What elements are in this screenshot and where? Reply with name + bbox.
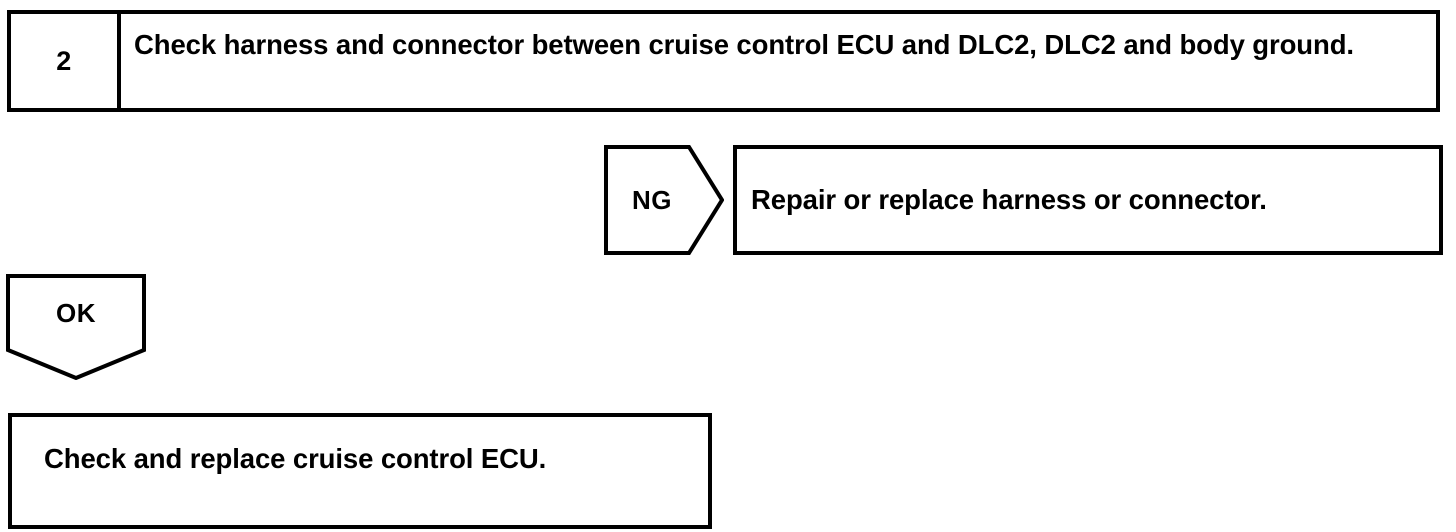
ok-result-text: Check and replace cruise control ECU. — [44, 443, 547, 474]
step-number-cell: 2 — [11, 14, 121, 108]
step-description-text: Check harness and connector between crui… — [134, 29, 1354, 60]
ng-result-text: Repair or replace harness or connector. — [751, 184, 1267, 215]
ok-label: OK — [56, 297, 96, 328]
ok-branch-arrow: OK — [6, 274, 146, 380]
ng-result-box: Repair or replace harness or connector. — [733, 145, 1443, 255]
step-description-cell: Check harness and connector between crui… — [121, 14, 1436, 108]
ng-arrow-shape — [604, 145, 724, 255]
ng-branch-arrow: NG — [604, 145, 724, 255]
ng-label: NG — [632, 184, 672, 215]
ok-result-box: Check and replace cruise control ECU. — [8, 413, 712, 529]
step-row: 2 Check harness and connector between cr… — [7, 10, 1440, 112]
ok-arrow-shape — [6, 274, 146, 380]
step-number: 2 — [56, 45, 72, 76]
